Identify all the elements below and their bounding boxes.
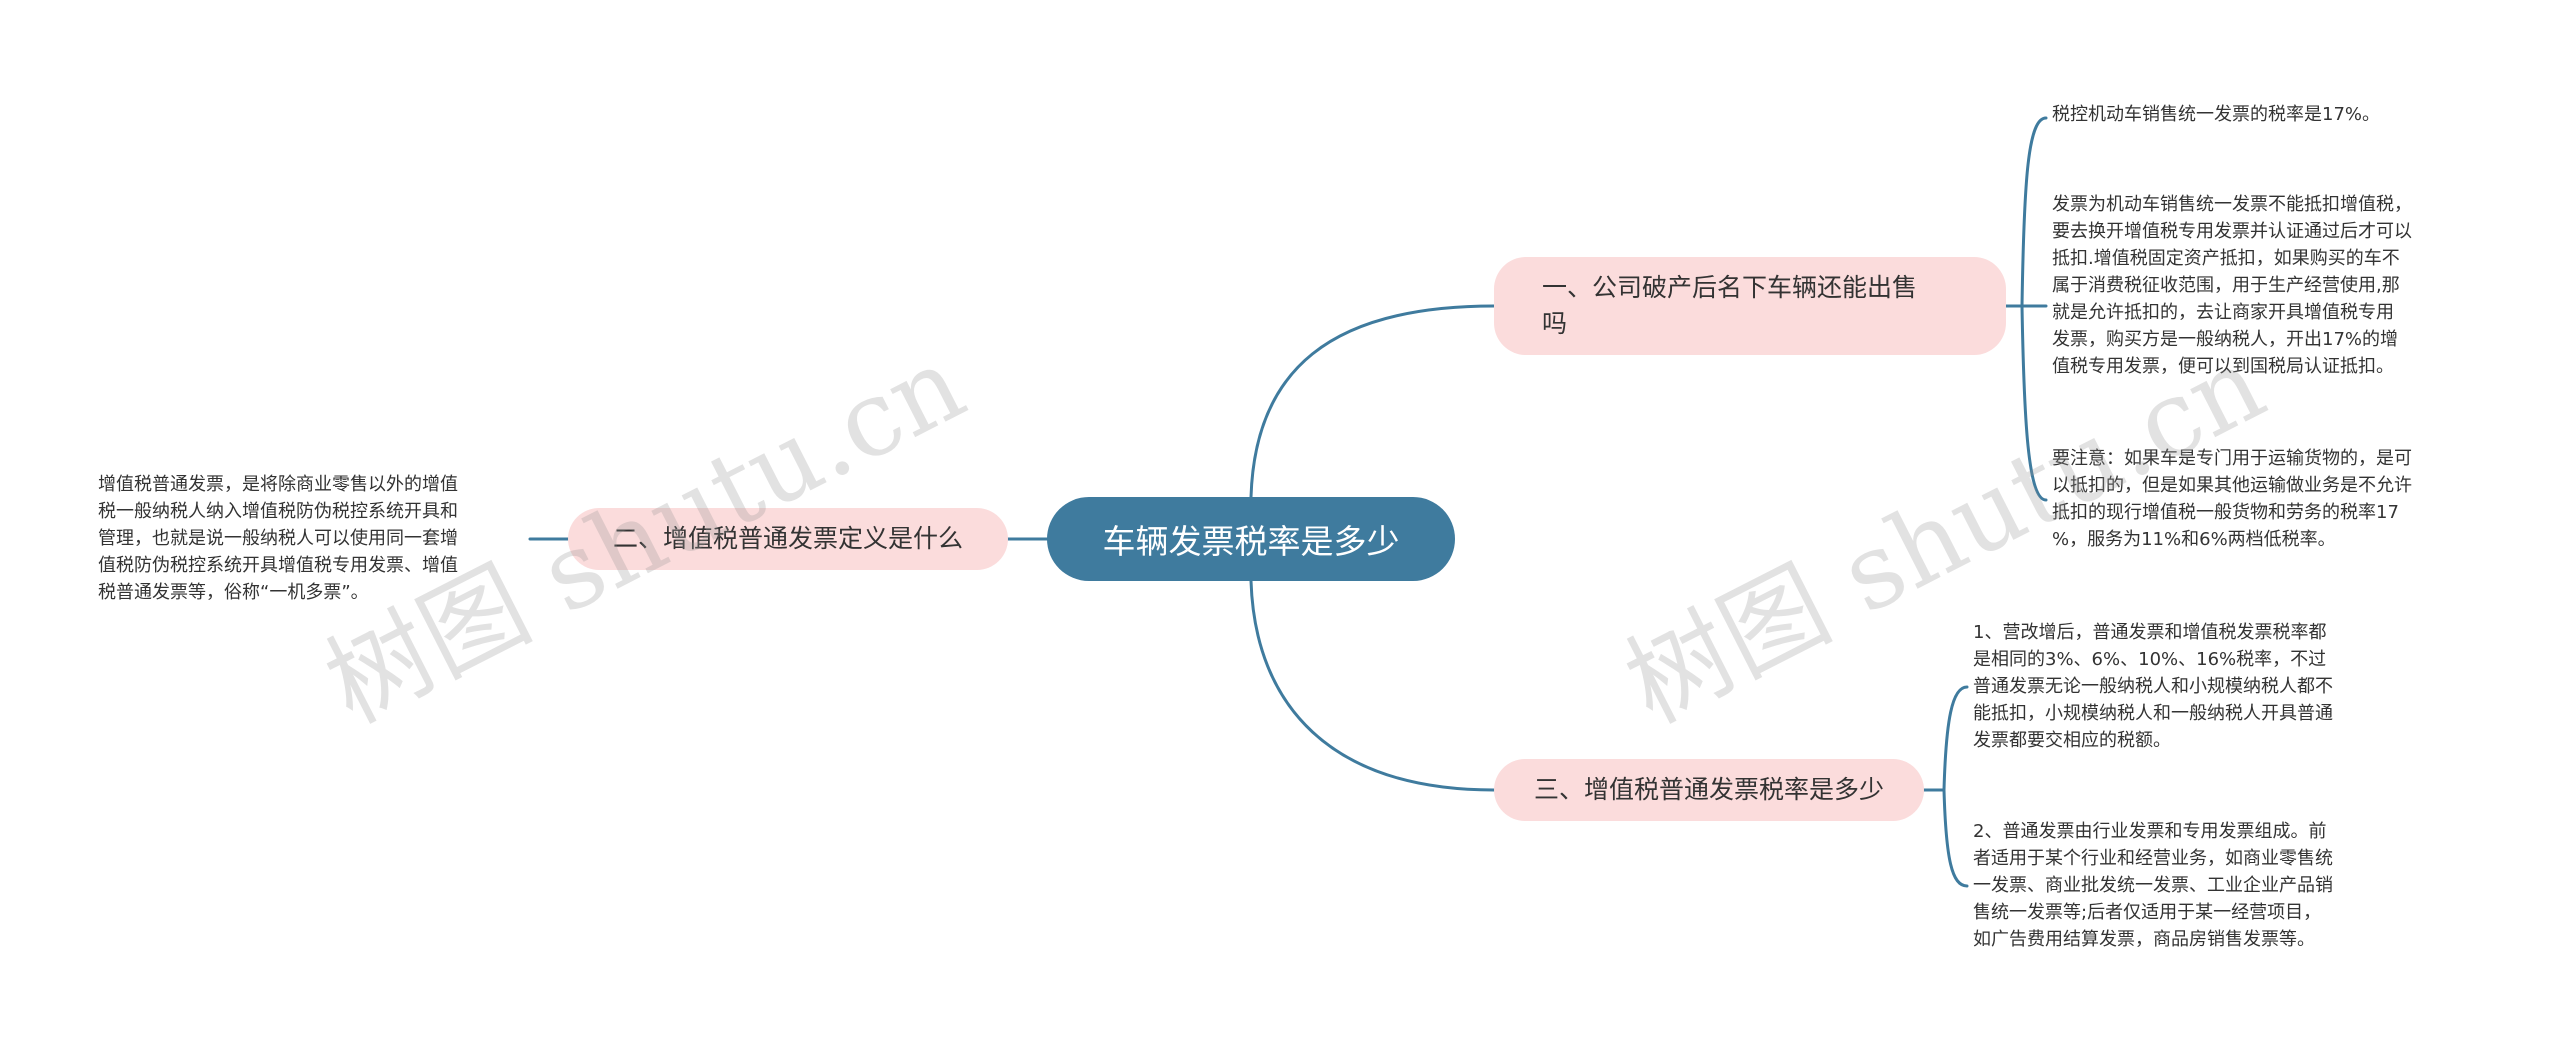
link-branch-1-leaf-3 (2020, 304, 2048, 502)
branch-topic-2[interactable]: 二、增值税普通发票定义是什么 (568, 508, 1008, 570)
link-branch-3-leaf-2 (1942, 788, 1969, 888)
leaf-topic-1-3[interactable]: 要注意：如果车是专门用于运输货物的，是可 以抵扣的，但是如果其他运输做业务是不允… (2052, 448, 2412, 550)
link-root-branch-1 (1249, 304, 1496, 499)
branch-topic-3-label: 三、增值税普通发票税率是多少 (1533, 775, 1884, 804)
link-branch-1-leaf-1 (2020, 116, 2048, 308)
leaf-topic-3-1[interactable]: 1、营改增后，普通发票和增值税发票税率都 是相同的3%、6%、10%、16%税率… (1973, 622, 2333, 751)
root-topic-label: 车辆发票税率是多少 (1102, 522, 1400, 561)
leaf-topic-1-2[interactable]: 发票为机动车销售统一发票不能抵扣增值税， 要去换开增值税专用发票并认证通过后才可… (2052, 194, 2412, 377)
branch-topic-2-label: 二、增值税普通发票定义是什么 (612, 524, 963, 553)
branch-topic-1[interactable]: 一、公司破产后名下车辆还能出售 吗 (1494, 257, 2006, 355)
leaf-topic-2-1[interactable]: 增值税普通发票，是将除商业零售以外的增值 税一般纳税人纳入增值税防伪税控系统开具… (98, 474, 458, 603)
link-root-branch-3 (1249, 579, 1496, 792)
leaf-topic-3-2[interactable]: 2、普通发票由行业发票和专用发票组成。前 者适用于某个行业和经营业务，如商业零售… (1973, 821, 2333, 950)
root-topic[interactable]: 车辆发票税率是多少 (1047, 497, 1455, 581)
branch-topic-3[interactable]: 三、增值税普通发票税率是多少 (1494, 759, 1924, 821)
branch-topic-1-label: 一、公司破产后名下车辆还能出售 吗 (1542, 273, 1918, 338)
link-branch-3-leaf-1 (1942, 685, 1969, 792)
leaf-topic-1-1[interactable]: 税控机动车销售统一发票的税率是17%。 (2052, 104, 2381, 125)
